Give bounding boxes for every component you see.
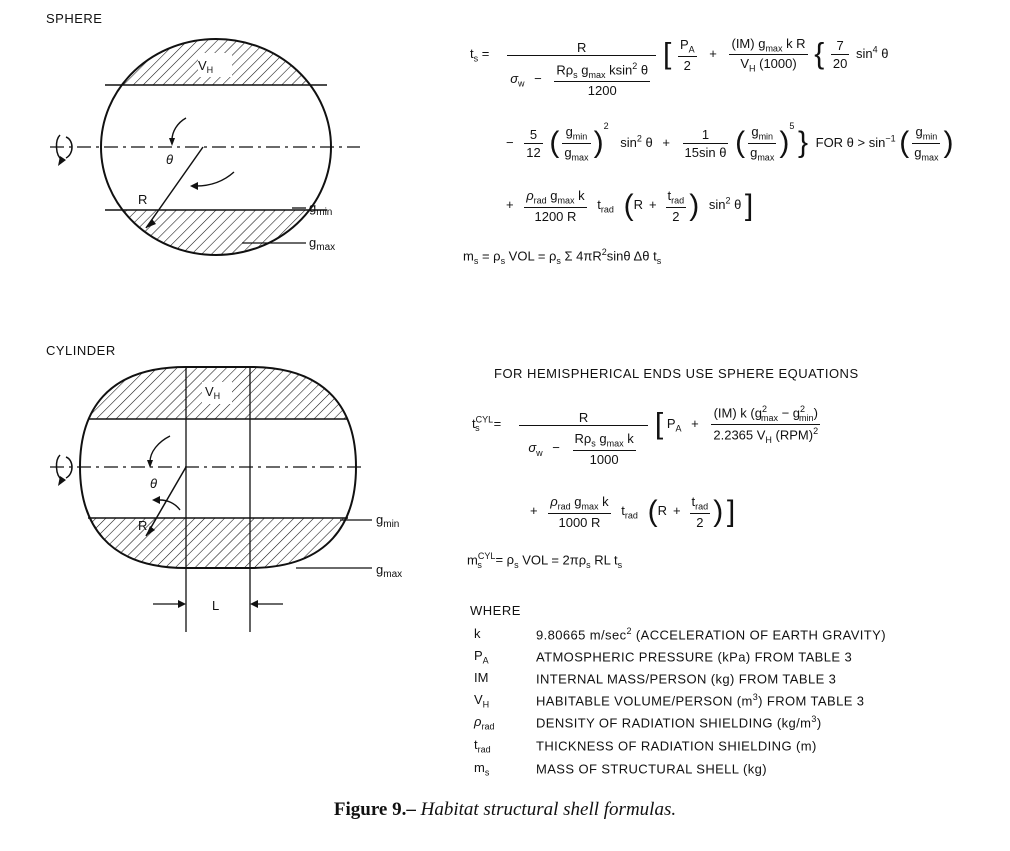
sphere-ms-equation: ms = ρs VOL = ρs Σ 4πR2sinθ Δθ ts [463, 247, 662, 266]
sphere-vh-bg [198, 53, 232, 77]
figure-caption-text: Habitat structural shell formulas. [415, 799, 677, 820]
sphere-radius-line [145, 146, 204, 229]
hemispherical-ends-note: FOR HEMISPHERICAL ENDS USE SPHERE EQUATI… [494, 366, 859, 381]
sphere-ts-main-fraction: R σw − Rρs gmax ksin2 θ 1200 [506, 40, 657, 98]
cylinder-diagram: VH θ R gmin gmax L [50, 366, 402, 632]
sphere-r-label: R [138, 192, 147, 207]
cylinder-t-equation: tCYLs= R σw − Rρs gmax k 1000 [ PA + (IM… [472, 403, 821, 467]
sphere-title: SPHERE [46, 11, 103, 26]
cylinder-theta-arc-icon [149, 435, 171, 463]
cylinder-radius-line [145, 466, 187, 537]
cylinder-theta-label: θ [150, 476, 157, 491]
cylinder-vh-label: VH [205, 384, 220, 401]
cylinder-r-label: R [138, 518, 147, 533]
cylinder-gmin-label: gmin [376, 512, 399, 530]
cylinder-m-equation: mCYLs = ρs VOL = 2πρs RL ts [467, 551, 623, 570]
cylinder-vh-bg [202, 382, 232, 404]
cylinder-gmax-label: gmax [376, 562, 402, 580]
cylinder-title: CYLINDER [46, 343, 116, 358]
cylinder-l-label: L [212, 598, 219, 613]
cylinder-bottom-hatch [80, 518, 356, 568]
where-title: WHERE [470, 603, 521, 618]
figure-number: Figure 9.– [333, 799, 416, 820]
figure-caption: Figure 9.– Habitat structural shell form… [0, 799, 1010, 821]
sphere-vh-label: VH [198, 58, 213, 75]
sphere-gmax-label: gmax [309, 235, 335, 253]
sphere-theta-label: θ [166, 152, 173, 167]
sphere-gmin-label: gmin [309, 200, 332, 218]
sphere-diagram: VH θ R gmin gmax [50, 38, 360, 256]
sphere-theta-arc-icon [171, 117, 187, 141]
